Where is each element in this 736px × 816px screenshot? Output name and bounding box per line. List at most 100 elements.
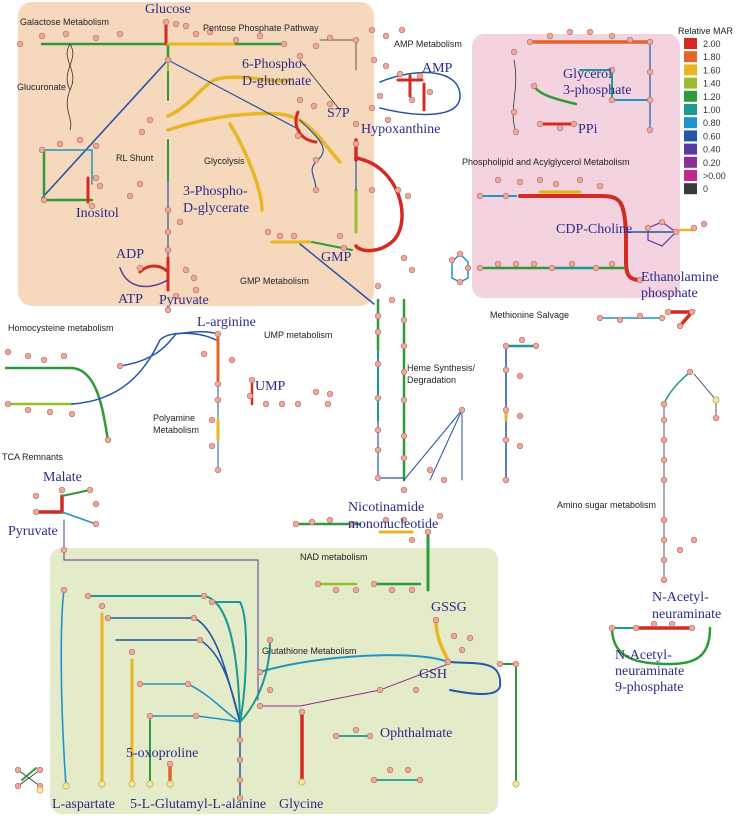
metabolite-node bbox=[408, 586, 416, 594]
metabolite-node bbox=[296, 96, 304, 104]
metabolite-inositol: Inositol bbox=[76, 206, 119, 221]
metabolite-node bbox=[502, 436, 510, 444]
metabolite-node bbox=[608, 260, 616, 268]
metabolite-node bbox=[676, 546, 684, 554]
metabolite-node bbox=[278, 400, 286, 408]
metabolite-node bbox=[164, 246, 172, 254]
metabolite-node bbox=[596, 182, 604, 190]
metabolite-node bbox=[256, 32, 264, 40]
metabolite-node bbox=[172, 292, 180, 300]
metabolite-node bbox=[92, 174, 100, 182]
metabolite-s7p: S7P bbox=[327, 106, 350, 121]
metabolite-node bbox=[476, 192, 484, 200]
metabolite-glycerol-3-phosphate-line2: 3-phosphate bbox=[563, 83, 631, 98]
label-glucuronate: Glucuronate bbox=[17, 82, 66, 92]
metabolite-nodes bbox=[4, 18, 720, 802]
metabolite-node bbox=[518, 336, 526, 344]
metabolite-node bbox=[76, 136, 84, 144]
metabolite-node bbox=[36, 766, 44, 774]
metabolite-node bbox=[440, 476, 448, 484]
metabolite-node bbox=[266, 636, 274, 644]
legend-swatch bbox=[684, 170, 697, 181]
metabolite-node bbox=[502, 366, 510, 374]
metabolite-node bbox=[352, 726, 360, 734]
metabolite-node bbox=[502, 192, 510, 200]
metabolite-node bbox=[136, 680, 144, 688]
metabolite-node bbox=[376, 92, 384, 100]
metabolite-node bbox=[650, 620, 658, 628]
metabolite-node bbox=[632, 624, 640, 632]
metabolite-node bbox=[664, 308, 672, 316]
metabolite-node bbox=[512, 260, 520, 268]
metabolite-node bbox=[236, 776, 244, 784]
metabolite-node bbox=[536, 120, 544, 128]
metabolite-gssg: GSSG bbox=[431, 600, 467, 615]
label-phospholipid-acylglycerol: Phospholipid and Acylglycerol Metabolism bbox=[462, 157, 630, 167]
metabolite-node bbox=[548, 264, 556, 272]
terminal-node bbox=[36, 786, 44, 794]
terminal-node bbox=[62, 782, 70, 790]
label-heme-synthesis-1: Heme Synthesis/ bbox=[407, 363, 476, 373]
legend-swatch bbox=[684, 77, 697, 89]
metabolite-node bbox=[38, 146, 46, 154]
metabolite-node bbox=[348, 520, 356, 528]
metabolite-node bbox=[400, 396, 408, 404]
metabolite-n-acetyl-neuraminate-line2: neuraminate bbox=[652, 607, 721, 622]
metabolite-node bbox=[214, 466, 222, 474]
metabolite-node bbox=[382, 516, 390, 524]
legend-swatch bbox=[684, 156, 697, 168]
legend-swatch bbox=[684, 183, 697, 195]
legend-label: 0.80 bbox=[703, 118, 721, 128]
metabolite-node bbox=[636, 276, 644, 284]
metabolite-node bbox=[516, 442, 524, 450]
metabolite-node bbox=[570, 120, 578, 128]
metabolite-node bbox=[646, 38, 654, 46]
legend-swatch bbox=[684, 38, 697, 49]
label-glutathione-metabolism: Glutathione Metabolism bbox=[262, 646, 357, 656]
metabolite-node bbox=[176, 218, 184, 226]
metabolite-node bbox=[400, 342, 408, 350]
legend-label: 2.00 bbox=[703, 39, 721, 49]
metabolite-node bbox=[382, 62, 390, 70]
metabolite-node bbox=[246, 392, 254, 400]
metabolite-node bbox=[516, 178, 524, 186]
label-tca-remnants: TCA Remnants bbox=[2, 452, 64, 462]
legend-label: 0 bbox=[703, 184, 708, 194]
metabolite-node bbox=[256, 702, 264, 710]
metabolite-node bbox=[92, 142, 100, 150]
metabolite-node bbox=[4, 400, 12, 408]
metabolite-node bbox=[296, 52, 304, 60]
metabolite-node bbox=[660, 536, 668, 544]
metabolite-ppi: PPi bbox=[578, 122, 598, 137]
metabolite-node bbox=[496, 660, 504, 668]
metabolite-node bbox=[660, 556, 668, 564]
legend-label: 1.40 bbox=[703, 79, 721, 89]
metabolite-node bbox=[314, 580, 322, 588]
metabolite-node bbox=[494, 176, 502, 184]
metabolite-node bbox=[60, 546, 68, 554]
legend: Relative MAR 2.001.801.601.401.201.000.8… bbox=[678, 26, 734, 195]
metabolite-node bbox=[128, 648, 136, 656]
metabolite-node bbox=[546, 32, 554, 40]
metabolite-node bbox=[700, 220, 708, 228]
metabolite-node bbox=[104, 614, 112, 622]
metabolite-node bbox=[190, 274, 198, 282]
terminal-node bbox=[146, 780, 154, 788]
metabolite-node bbox=[660, 516, 668, 524]
label-heme-synthesis-2: Degradation bbox=[407, 375, 456, 385]
metabolite-nicotinamide-mononucleotide-line2: mononucleotide bbox=[348, 517, 438, 532]
metabolite-node bbox=[458, 406, 466, 414]
metabolite-node bbox=[308, 518, 316, 526]
green-region-background bbox=[50, 548, 498, 814]
metabolite-node bbox=[374, 360, 382, 368]
metabolite-node bbox=[408, 536, 416, 544]
label-nad-metabolism: NAD metabolism bbox=[300, 552, 368, 562]
metabolite-node bbox=[214, 380, 222, 388]
metabolite-node bbox=[384, 116, 392, 124]
legend-label: 0.40 bbox=[703, 145, 721, 155]
metabolite-node bbox=[586, 28, 594, 36]
metabolite-node bbox=[352, 586, 360, 594]
metabolite-node bbox=[312, 388, 320, 396]
metabolite-node bbox=[592, 264, 600, 272]
metabolite-node bbox=[400, 368, 408, 376]
